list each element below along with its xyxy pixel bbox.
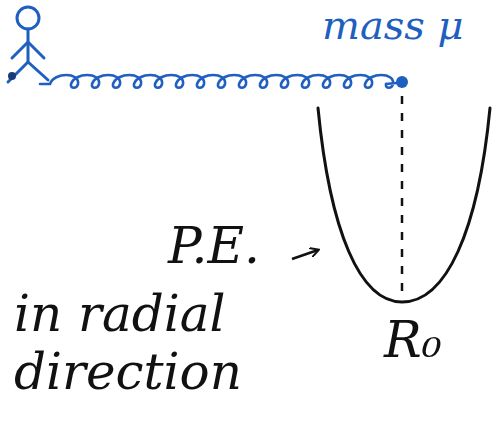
- mass-dot: [396, 76, 408, 88]
- stick-figure: [8, 7, 48, 82]
- pointer-arrow: [292, 250, 318, 259]
- potential-well: [318, 108, 490, 302]
- spring: [40, 75, 397, 88]
- energy-label: P.E.: [168, 218, 260, 276]
- dashed-line: [401, 96, 404, 298]
- mass-label: mass μ: [322, 2, 464, 48]
- direction-label: in radial direction: [14, 286, 294, 401]
- hand-dot: [8, 72, 16, 80]
- radius-label: R₀: [384, 312, 442, 370]
